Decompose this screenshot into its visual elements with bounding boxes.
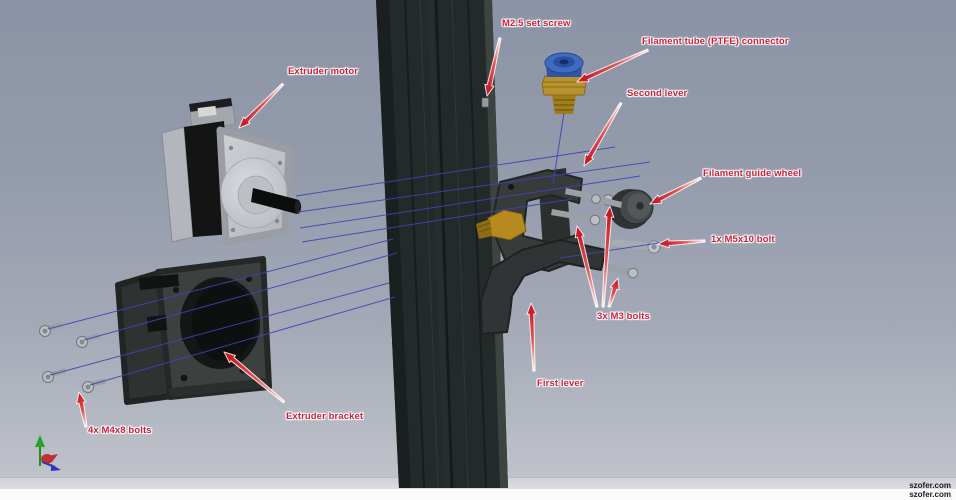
leader-arrows bbox=[76, 37, 706, 428]
arrow-m4x8-bolts bbox=[76, 391, 88, 428]
set-screw-part bbox=[481, 97, 489, 108]
filament-guide-wheel-part bbox=[591, 189, 654, 229]
arrow-m25-set-screw bbox=[484, 37, 502, 97]
arrow-m3-bolts-3 bbox=[607, 277, 620, 308]
extruder-bracket-part bbox=[115, 256, 272, 405]
label-filament-tube-connector: Filament tube (PTFE) connector bbox=[642, 36, 789, 47]
watermark: szofer.com szofer.com bbox=[909, 481, 951, 499]
arrow-filament-tube-connector bbox=[576, 48, 649, 83]
bolt bbox=[611, 239, 661, 254]
bolt bbox=[76, 333, 100, 348]
label-filament-guide-wheel: Filament guide wheel bbox=[703, 168, 802, 179]
arrow-m3-bolts-1 bbox=[574, 225, 599, 308]
motor-shaft bbox=[251, 188, 299, 214]
bolt bbox=[82, 378, 106, 393]
arrow-extruder-bracket bbox=[223, 351, 286, 404]
watermark-line: szofer.com bbox=[909, 481, 951, 490]
axis-triad-icon bbox=[35, 435, 61, 471]
m4-bolts-group bbox=[39, 322, 106, 393]
arrow-m3-bolts-2 bbox=[601, 205, 615, 308]
label-extruder-bracket: Extruder bracket bbox=[286, 411, 364, 422]
label-m3-bolts: 3x M3 bolts bbox=[597, 311, 650, 322]
ptfe-connector-part bbox=[541, 52, 587, 114]
label-m5x10-bolt: 1x M5x10 bolt bbox=[711, 234, 775, 245]
watermark-line: szofer.com bbox=[909, 490, 951, 499]
arrow-extruder-motor bbox=[238, 82, 285, 129]
label-first-lever: First lever bbox=[537, 378, 584, 389]
aluminum-extrusion bbox=[376, 0, 508, 489]
motor-label-sticker bbox=[197, 105, 217, 118]
arrow-first-lever bbox=[526, 302, 537, 372]
bolt bbox=[39, 322, 63, 337]
arrow-filament-guide-wheel bbox=[649, 176, 702, 205]
bolt bbox=[551, 209, 601, 226]
label-m4x8-bolts: 4x M4x8 bolts bbox=[88, 425, 152, 436]
first-lever-part bbox=[480, 239, 607, 335]
bolt bbox=[42, 368, 66, 383]
arrow-m5x10-bolt bbox=[657, 238, 706, 249]
explode-trace-lines bbox=[47, 112, 666, 386]
label-m25-set-screw: M2.5 set screw bbox=[502, 18, 571, 29]
label-second-lever: Second lever bbox=[627, 88, 688, 99]
arrow-second-lever bbox=[583, 101, 623, 167]
label-extruder-motor: Extruder motor bbox=[288, 66, 359, 77]
bolt bbox=[603, 263, 639, 279]
stepper-motor bbox=[161, 98, 302, 246]
